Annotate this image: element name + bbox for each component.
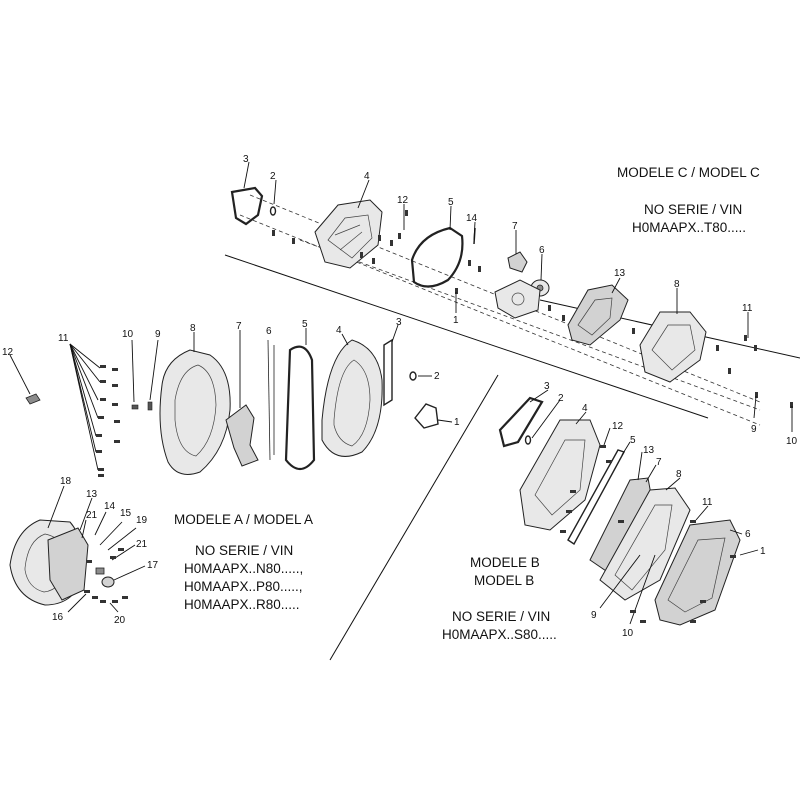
callout-a-3: 3 <box>396 317 402 328</box>
oring-part-2 <box>269 206 277 216</box>
callout-c-1: 1 <box>453 315 459 326</box>
cover-part-8 <box>639 311 707 383</box>
callout-b-7: 7 <box>656 457 662 468</box>
callout-c-7: 7 <box>512 221 518 232</box>
model-c-title: MODELE C / MODEL C <box>617 165 760 180</box>
callout-a-10: 10 <box>122 329 134 340</box>
model-a-vin-2: H0MAAPX..R80..... <box>184 597 300 612</box>
callout-a-12: 12 <box>2 347 14 358</box>
cover-part-8b <box>599 487 691 601</box>
callout-c-2: 2 <box>270 171 276 182</box>
callout-c-10: 10 <box>786 436 798 447</box>
callout-b-3: 3 <box>544 381 550 392</box>
gasket-part-3b <box>498 396 544 448</box>
cover-part-6b <box>654 519 741 626</box>
callout-b-4: 4 <box>582 403 588 414</box>
washer-part-17 <box>101 576 115 588</box>
bracket-part-7 <box>507 251 528 273</box>
callout-c-6: 6 <box>539 245 545 256</box>
callout-b-2: 2 <box>558 393 564 404</box>
model-a-title: MODELE A / MODEL A <box>174 512 313 527</box>
callout-b-1: 1 <box>760 546 766 557</box>
callout-a-15: 15 <box>120 508 132 519</box>
callout-a-21-bottom: 21 <box>136 539 148 550</box>
model-a-group: 12 11 10 9 8 <box>2 317 460 626</box>
gasket-part-3a <box>383 338 393 407</box>
cover-part-4 <box>314 199 383 269</box>
model-a-vin-0: H0MAAPX..N80....., <box>184 561 303 576</box>
model-c-vin-0: H0MAAPX..T80..... <box>632 220 746 235</box>
callout-b-10: 10 <box>622 628 634 639</box>
cover-part-4a <box>321 339 383 457</box>
callout-a-7: 7 <box>236 321 242 332</box>
callout-b-9: 9 <box>591 610 597 621</box>
callout-a-17: 17 <box>147 560 159 571</box>
plate-part-13 <box>567 284 629 346</box>
housing-c <box>494 279 541 319</box>
model-b-title-line1: MODELE B <box>470 555 540 570</box>
cover-part-4b <box>519 419 601 531</box>
model-c-vin-label: NO SERIE / VIN <box>644 202 742 217</box>
callout-a-18: 18 <box>60 476 72 487</box>
callout-a-16: 16 <box>52 612 64 623</box>
callout-b-5: 5 <box>630 435 636 446</box>
callout-a-5: 5 <box>302 319 308 330</box>
oring-part-2a <box>409 371 417 381</box>
callout-b-11: 11 <box>702 497 713 508</box>
model-b-vin-label: NO SERIE / VIN <box>452 609 550 624</box>
callout-b-13: 13 <box>643 445 655 456</box>
callout-b-6: 6 <box>745 529 751 540</box>
callout-b-8: 8 <box>676 469 682 480</box>
divider-line-center <box>329 374 499 661</box>
gasket-part-5 <box>410 226 464 288</box>
callout-a-14: 14 <box>104 501 116 512</box>
callout-c-5: 5 <box>448 197 454 208</box>
callout-c-9: 9 <box>751 424 757 435</box>
callout-a-9: 9 <box>155 329 161 340</box>
fitting-part-12 <box>25 393 41 405</box>
callout-b-12: 12 <box>612 421 624 432</box>
callout-a-19: 19 <box>136 515 148 526</box>
seal-part-1a <box>414 403 439 429</box>
model-b-vin-0: H0MAAPX..S80..... <box>442 627 557 642</box>
callout-c-4: 4 <box>364 171 370 182</box>
oring-part-2b <box>524 435 532 445</box>
callout-c-3: 3 <box>243 154 249 165</box>
model-a-vin-label: NO SERIE / VIN <box>195 543 293 558</box>
callout-a-2: 2 <box>434 371 440 382</box>
duct-part-7 <box>225 404 259 467</box>
gasket-part-5a <box>284 345 316 471</box>
callout-c-8: 8 <box>674 279 680 290</box>
gasket-part-3 <box>230 186 264 226</box>
model-b-group: 3 2 4 12 5 13 7 8 11 6 <box>442 381 766 642</box>
model-a-vin-1: H0MAAPX..P80....., <box>184 579 303 594</box>
model-c-group: 3 2 4 12 5 14 7 6 1 13 8 11 9 10 MODELE … <box>230 154 798 447</box>
callout-a-1: 1 <box>454 417 460 428</box>
model-b-title-line2: MODEL B <box>474 573 534 588</box>
callout-a-4: 4 <box>336 325 342 336</box>
callout-a-13: 13 <box>86 489 98 500</box>
callout-c-12: 12 <box>397 195 409 206</box>
divider-line-top <box>224 254 709 419</box>
callout-c-11: 11 <box>742 303 753 314</box>
callout-a-11: 11 <box>58 333 69 344</box>
callout-a-20: 20 <box>114 615 126 626</box>
callout-a-6: 6 <box>266 326 272 337</box>
callout-c-14: 14 <box>466 213 478 224</box>
housing-part-8 <box>159 349 231 475</box>
callout-a-8: 8 <box>190 323 196 334</box>
callout-a-21-top: 21 <box>86 510 98 521</box>
callout-c-13: 13 <box>614 268 626 279</box>
